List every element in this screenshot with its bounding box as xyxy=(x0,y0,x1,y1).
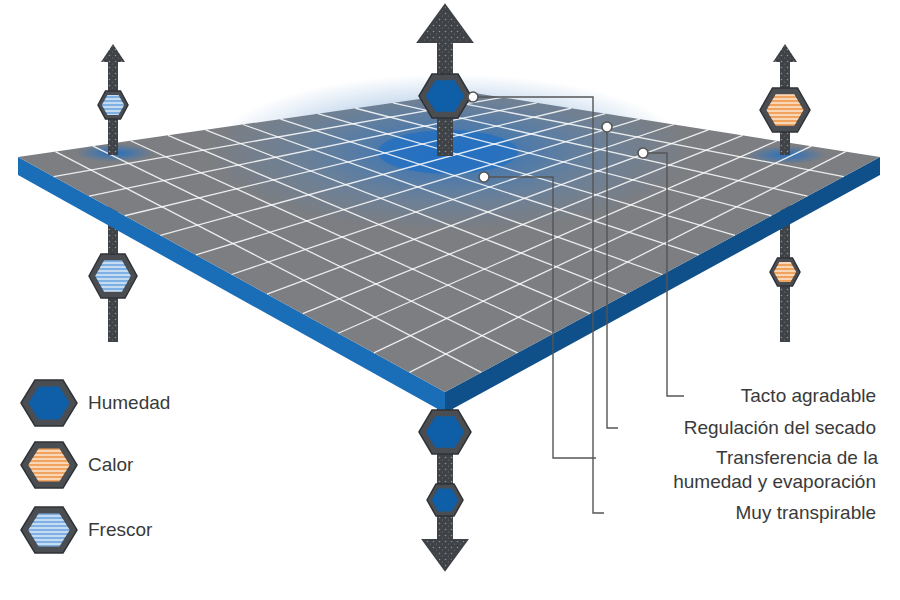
particle-hexagon xyxy=(89,254,137,298)
particle-hexagon xyxy=(427,484,463,516)
legend-swatch xyxy=(18,440,80,490)
grid-line xyxy=(338,141,777,334)
particle-hexagons xyxy=(89,74,810,516)
grid-line xyxy=(281,119,699,255)
upper-arrows xyxy=(101,5,797,156)
particle-hexagon xyxy=(770,258,800,286)
particle-hexagon xyxy=(98,91,128,119)
grid-line xyxy=(267,130,708,294)
callout-label: Tacto agradable xyxy=(578,384,878,408)
legend-label: Humedad xyxy=(88,391,170,415)
grid-line xyxy=(356,108,772,216)
legend-swatch xyxy=(18,505,80,555)
callout-label: Transferencia de la humedad y evaporació… xyxy=(638,446,878,494)
legend-label: Calor xyxy=(88,453,133,477)
particle-hexagon xyxy=(760,88,810,132)
grid-line xyxy=(318,114,735,236)
callout-label: Muy transpirable xyxy=(578,501,878,525)
legend-label: Frescor xyxy=(88,518,152,542)
particle-hexagon xyxy=(419,410,471,454)
legend-swatch xyxy=(18,378,80,428)
grid-line xyxy=(409,152,845,373)
particle-hexagon xyxy=(419,74,471,118)
callout-label: Regulación del secado xyxy=(578,416,878,440)
leader-lines xyxy=(468,92,684,513)
grid-line xyxy=(303,135,743,313)
